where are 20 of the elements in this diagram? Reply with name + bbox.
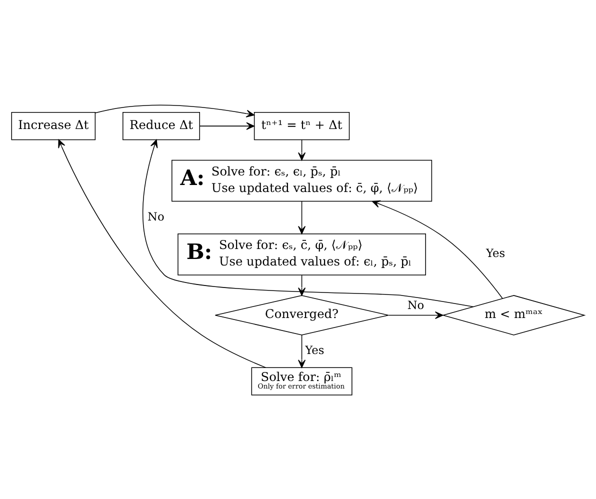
node-box: Increase Δt — [11, 112, 96, 140]
arrow — [298, 139, 306, 160]
node-box: tⁿ⁺¹ = tⁿ + Δt — [254, 112, 350, 140]
node-box: B: Solve for: ϵₛ, c̄, φ̄, ⟨𝒩ₚₚ⟩ Use updated values of: ϵₗ, p̄ₛ, p̄ₗ — [178, 233, 426, 275]
node-box: Reduce Δt — [122, 112, 200, 140]
edge-label: No — [407, 298, 424, 312]
node-diamond: m < mᵐᵃˣ — [442, 294, 586, 335]
arrow — [142, 138, 474, 307]
arrow — [372, 200, 503, 298]
edge-label: No — [148, 208, 164, 223]
node-box: A: Solve for: ϵₛ, ϵₗ, p̄ₛ, p̄ₗ Use updated values of: c̄, φ̄, ⟨𝒩ₚₚ⟩ — [172, 159, 432, 202]
arrow — [298, 334, 306, 368]
arrow — [199, 122, 255, 130]
edge-label: Yes — [305, 342, 324, 356]
edge-label: Yes — [486, 246, 506, 260]
node-diamond: Converged? — [214, 294, 389, 335]
arrow — [58, 138, 266, 368]
arrow — [95, 104, 255, 117]
arrow — [298, 200, 306, 234]
arrow — [388, 310, 444, 318]
